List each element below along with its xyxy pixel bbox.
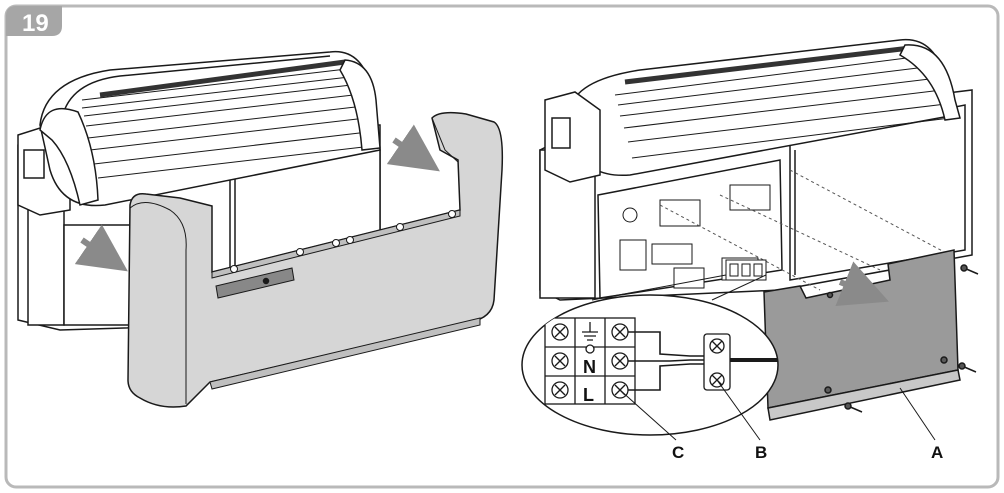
zoom-leaders [591,274,767,301]
terminal-label-neutral: N [583,357,596,377]
cover-panel [763,249,961,421]
cable-clamp [703,333,731,391]
callout-label-c: C [672,443,684,462]
step-badge: 19 [6,6,62,37]
wiring-detail-zoom: N L [521,294,779,436]
ground-symbol-icon [582,322,598,341]
removal-arrows-left [74,124,440,272]
right-unit-illustration [539,38,973,301]
callout-label-a: A [931,443,943,462]
callout-leaders [619,379,936,441]
front-cover [127,111,504,408]
terminal-label-line: L [583,385,594,405]
terminal-block-small [725,259,767,281]
alignment-dashes [659,169,951,291]
removal-arrow-right [835,261,889,307]
callout-label-b: B [755,443,767,462]
screws [844,264,979,413]
step-number: 19 [22,10,49,37]
